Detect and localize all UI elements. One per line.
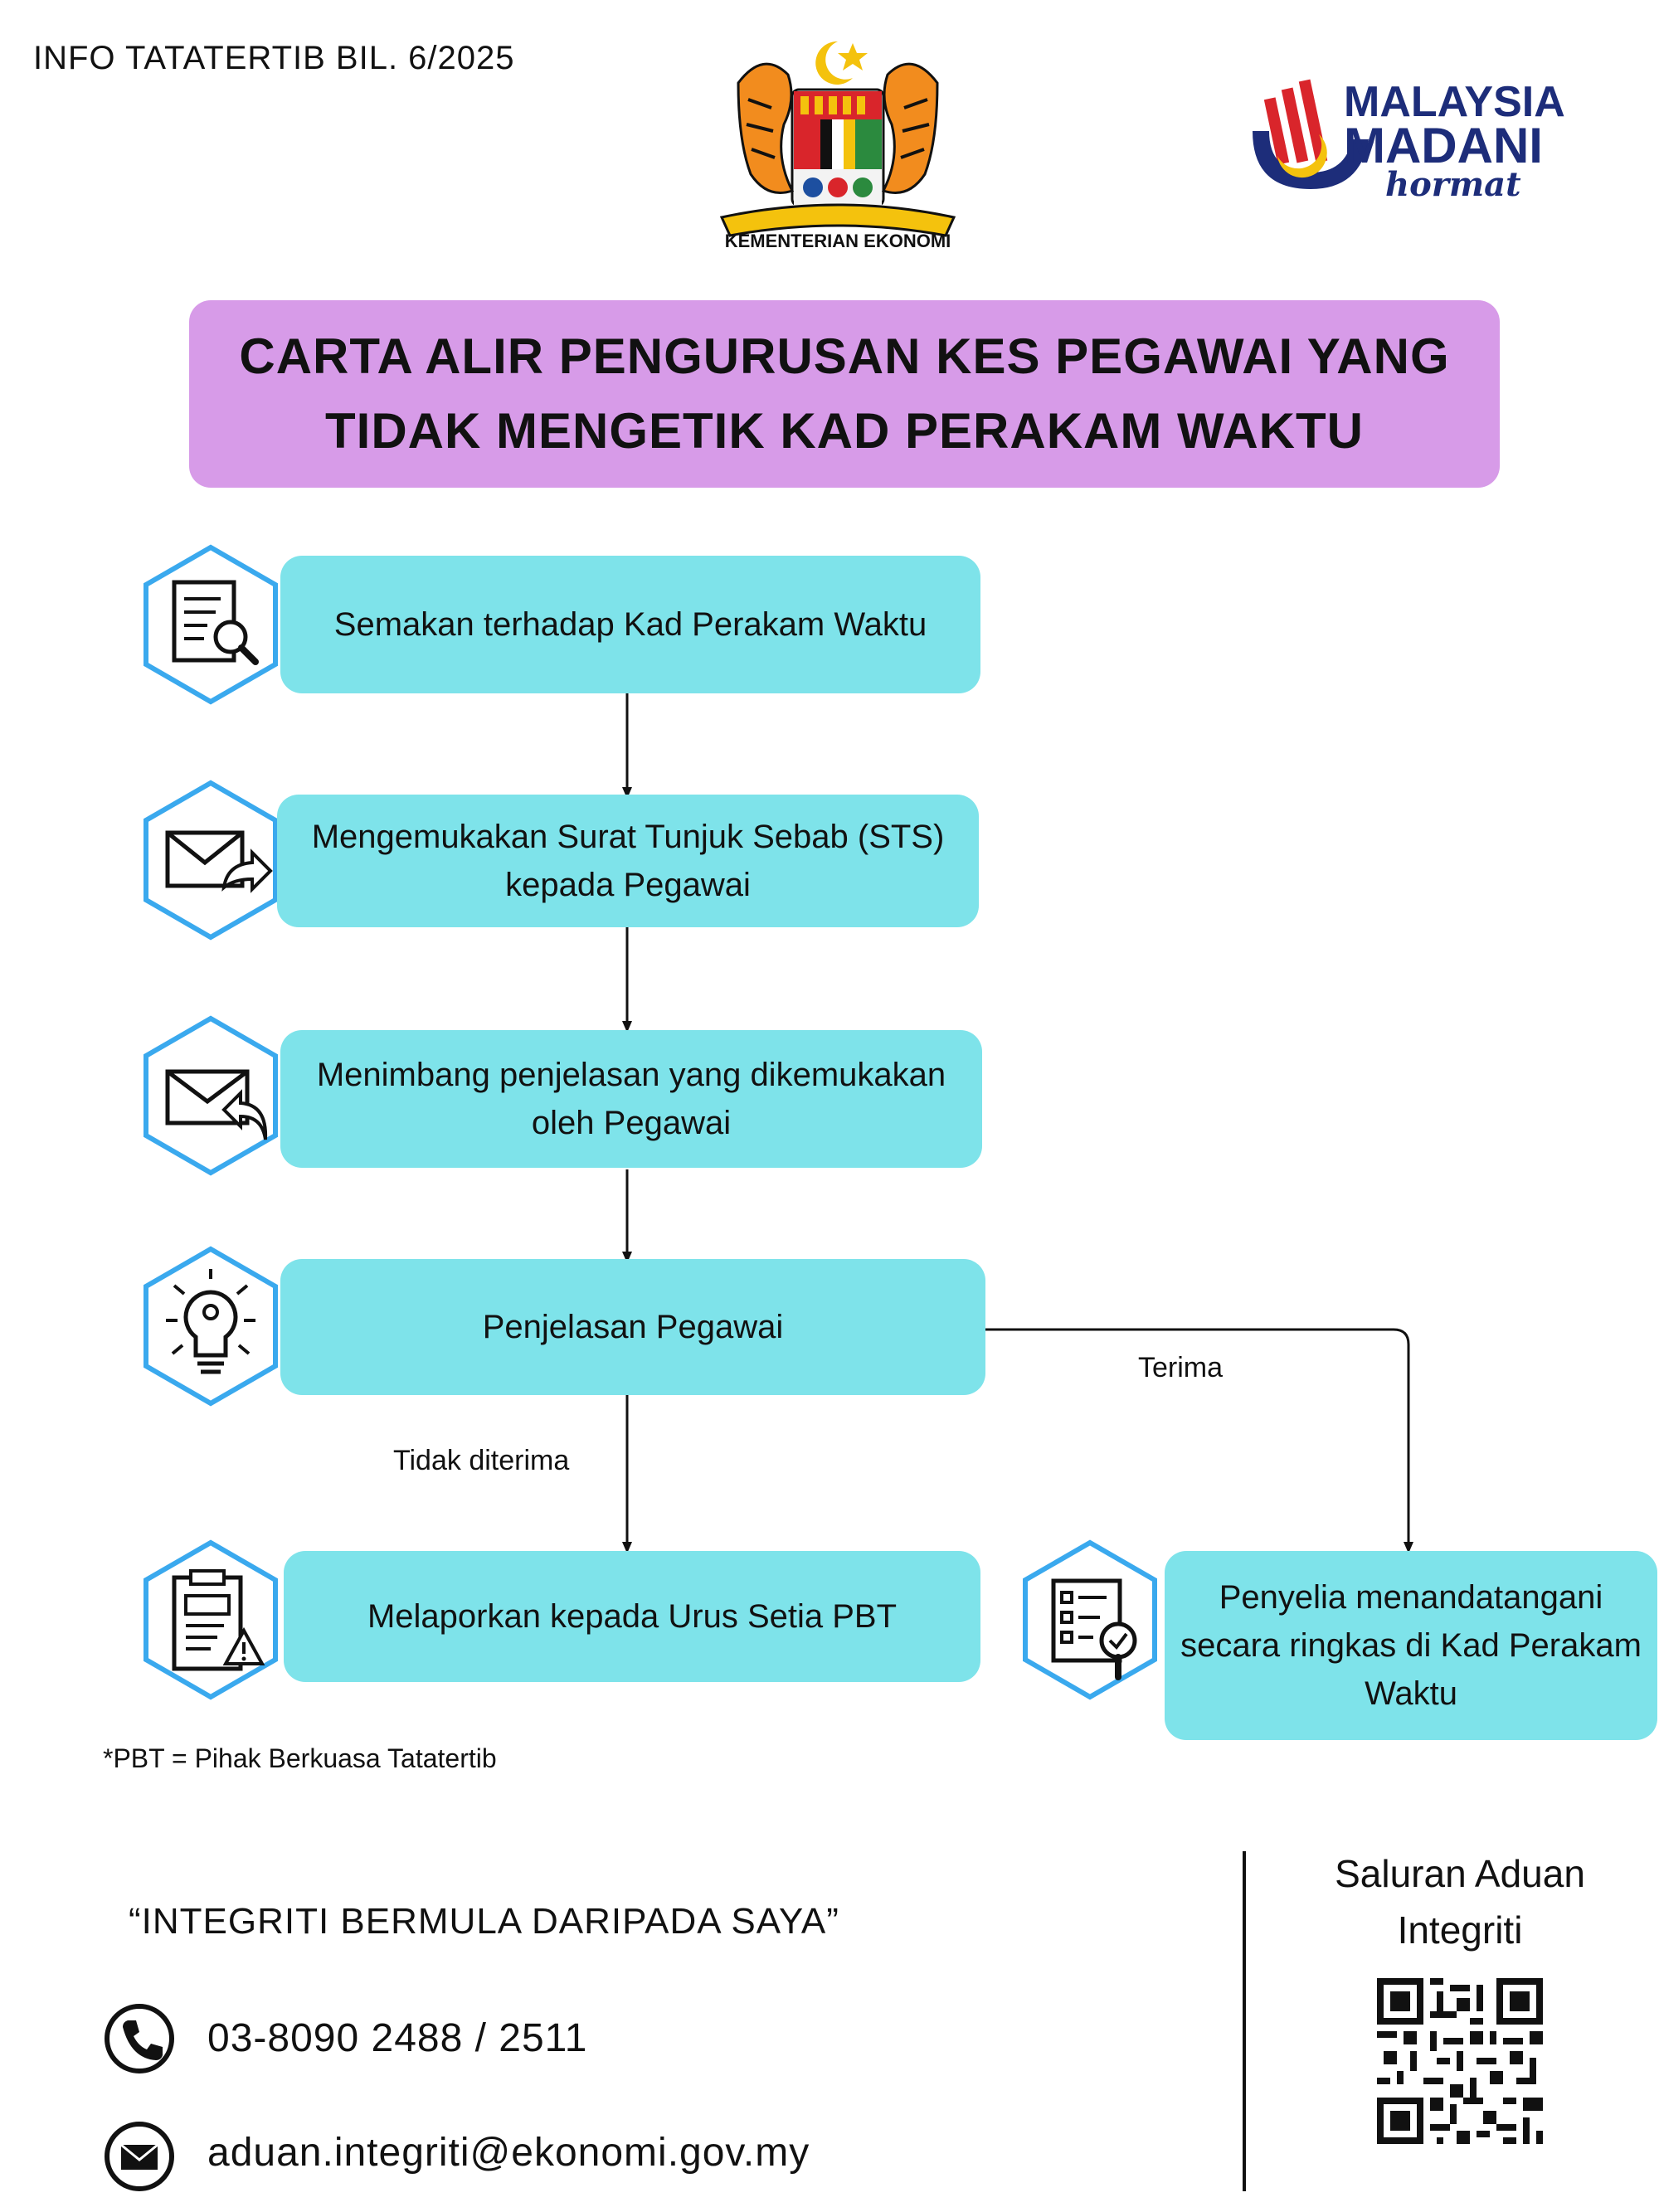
reply-mail-icon bbox=[144, 1015, 278, 1176]
document-search-icon bbox=[144, 544, 278, 705]
footnote: *PBT = Pihak Berkuasa Tatatertib bbox=[103, 1743, 497, 1773]
edge-label-terima: Terima bbox=[1138, 1352, 1224, 1383]
madani-logo-line1: MALAYSIA bbox=[1344, 78, 1565, 126]
qr-code-icon[interactable] bbox=[1377, 1978, 1543, 2144]
send-mail-icon bbox=[144, 780, 278, 941]
flow-step-5: Melaporkan kepada Urus Setia PBT bbox=[284, 1551, 980, 1682]
idea-bulb-icon bbox=[144, 1246, 278, 1407]
footer-divider bbox=[1243, 1851, 1246, 2191]
email-address[interactable]: aduan.integriti@ekonomi.gov.my bbox=[207, 2131, 810, 2175]
envelope-icon bbox=[105, 2122, 174, 2191]
madani-logo-line3: hormat bbox=[1385, 165, 1521, 204]
chart-title-box: CARTA ALIR PENGURUSAN KES PEGAWAI YANG T… bbox=[189, 300, 1500, 488]
flow-step-1: Semakan terhadap Kad Perakam Waktu bbox=[280, 556, 980, 693]
qr-title: Saluran Aduan Integriti bbox=[1335, 1852, 1585, 1952]
flow-step-6: Penyelia menandatangani secara ringkas d… bbox=[1165, 1551, 1657, 1740]
chart-title-line1: CARTA ALIR PENGURUSAN KES PEGAWAI YANG bbox=[239, 328, 1450, 384]
flow-step-3: Menimbang penjelasan yang dikemukakan ol… bbox=[280, 1030, 982, 1168]
phone-icon bbox=[105, 2004, 174, 2073]
chart-title-line2: TIDAK MENGETIK KAD PERAKAM WAKTU bbox=[325, 403, 1364, 459]
flow-step-4: Penjelasan Pegawai bbox=[280, 1259, 985, 1395]
malaysia-madani-logo: MALAYSIA MADANI hormat bbox=[1253, 78, 1565, 204]
info-label: INFO TATATERTIB BIL. 6/2025 bbox=[33, 40, 515, 76]
flow-step-2: Mengemukakan Surat Tunjuk Sebab (STS) ke… bbox=[277, 795, 979, 927]
slogan: “INTEGRITI BERMULA DARIPADA SAYA” bbox=[129, 1901, 839, 1942]
clipboard-warning-icon bbox=[144, 1539, 278, 1700]
coat-of-arms-logo bbox=[719, 41, 956, 237]
arrow-step4-to-step6 bbox=[985, 1328, 1413, 1553]
ministry-caption: KEMENTERIAN EKONOMI bbox=[724, 231, 951, 251]
madani-logo-line2: MADANI bbox=[1344, 118, 1543, 173]
phone-number[interactable]: 03-8090 2488 / 2511 bbox=[207, 2016, 588, 2060]
checklist-approve-icon bbox=[1023, 1539, 1157, 1700]
edge-label-tidak-diterima: Tidak diterima bbox=[393, 1445, 570, 1476]
